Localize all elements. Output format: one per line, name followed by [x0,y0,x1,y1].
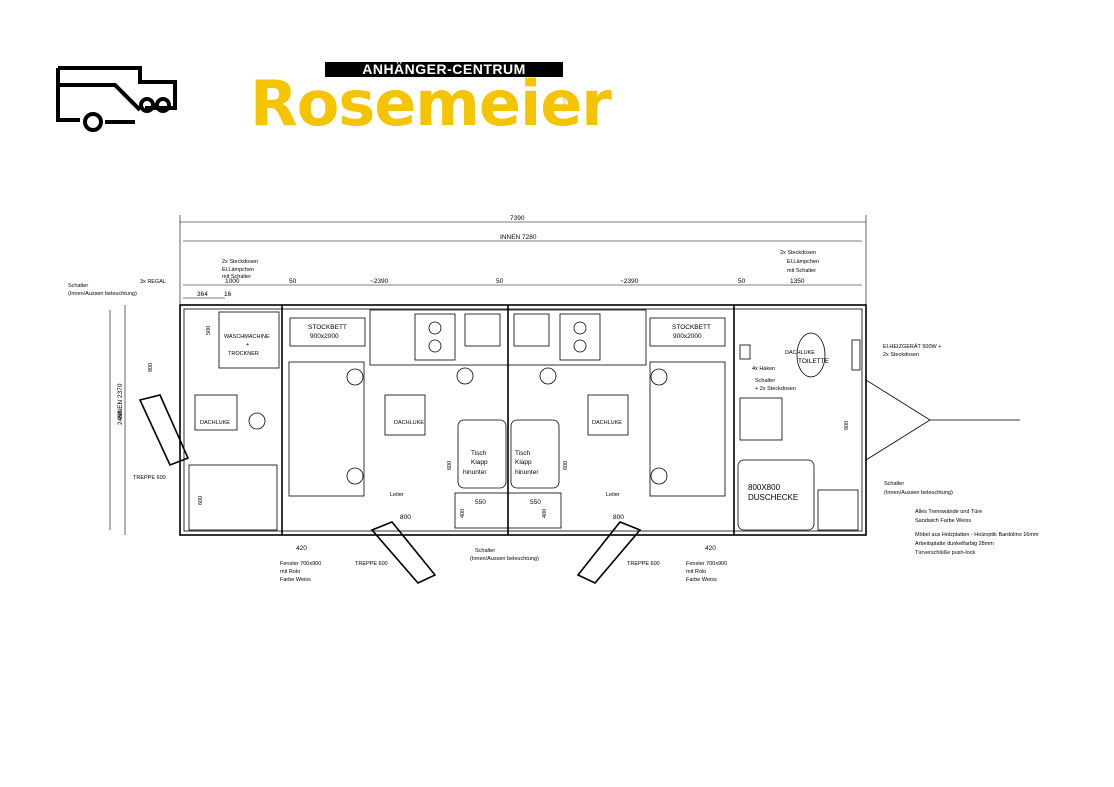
label: (Innen/Aussen beleuchtung) [68,291,137,297]
label: Farbe Weiss [686,577,717,583]
dim-value: ~2390 [370,278,389,285]
dim-value: 50 [289,278,297,285]
dim-value: 800 [400,514,411,521]
label: TOILETTE [798,358,830,365]
label: 900x2000 [310,333,339,340]
dim-value: 50 [496,278,504,285]
label: DACHLUKE [200,420,230,426]
outer-wall [179,304,867,536]
label: DACHLUKE [785,350,815,356]
label: WASCHMACHINE [224,334,270,340]
label: Schalter [755,378,775,384]
label: mit Schalter [222,274,251,280]
label: 4x Haken [752,366,775,372]
dim-value: 50 [738,278,746,285]
note: Arbeitsplatte dunkelfarbig 28mm [915,541,994,547]
dim-value: 1000 [225,278,240,285]
note: Möbel aus Holzplatten - Holzoptik Bardol… [915,532,1039,538]
label: DACHLUKE [394,420,424,426]
label: STOCKBETT [308,324,347,331]
label: Farbe Weiss [280,577,311,583]
label: Fenster 700x900 [686,561,727,567]
dim-total-length: 7390 [510,215,525,222]
dim-value: 2480 [117,410,124,425]
inner-wall [183,308,863,532]
logo-brand: Rosemeier [250,67,612,140]
dim-inner-length: INNEN 7280 [500,234,537,241]
label: 2x Steckdosen [780,250,816,256]
label: Tisch [515,450,531,457]
label: Fenster 700x900 [280,561,321,567]
label: hinunter [515,469,539,476]
label: Schalter [475,548,495,554]
label: mit Schalter [787,268,816,274]
dim-value: 600 [447,461,453,470]
label: El.HEIZGERÄT 500W + [883,343,941,350]
label: (Innen/Aussen beleuchtung) [470,556,539,562]
label: TROCKNER [228,351,259,357]
note: Alles Trennwände und Türe [915,509,982,515]
dim-value: ~2390 [620,278,639,285]
dim-value: 800 [844,421,850,430]
label: hinunter [463,469,487,476]
label: 2x Steckdosen [883,352,919,358]
dimension-values: 7390 INNEN 7280 1000 364 16 50 ~2390 50 … [117,215,850,552]
dim-value: 420 [296,545,307,552]
label: Klapp [515,459,532,466]
dim-value: 600 [563,461,569,470]
partitions [138,305,1020,584]
note: Sandwich Farbe Weiss [915,518,971,524]
label: STOCKBETT [672,324,711,331]
dim-value: 364 [197,291,208,298]
label: Schalter [884,481,904,487]
label: 2x Steckdosen [222,259,258,265]
label: (Innen/Aussen beleuchtung) [884,490,953,496]
label: Leiter [390,492,404,498]
label: 900x2000 [673,333,702,340]
label: Klapp [471,459,488,466]
dim-value: 800 [148,363,154,372]
label: DACHLUKE [592,420,622,426]
notes: Alles Trennwände und Türe Sandwich Farbe… [915,509,1039,556]
room-labels: 2x Steckdosen El.Lämpchen mit Schalter 2… [68,250,953,583]
dim-value: 550 [530,499,541,506]
label: mit Rolo [280,569,300,575]
dim-value: 420 [705,545,716,552]
dim-value: 400 [542,509,548,518]
label: El.Lämpchen [787,259,819,265]
note: Türverschlüße push-lock [915,550,975,556]
label: El.Lämpchen [222,267,254,273]
label: Tisch [471,450,487,457]
label: + [246,342,249,348]
label: TREPPE 600 [355,561,388,567]
label: 800X800 [748,483,781,492]
label: TREPPE 600 [627,561,660,567]
label: 3x REGAL [140,279,166,285]
logo-banner: ANHÄNGER-CENTRUM [325,62,563,77]
label: DUSCHECKE [748,493,798,502]
company-logo: ANHÄNGER-CENTRUM Rosemeier GmbH [55,60,612,140]
dim-value: 400 [460,509,466,518]
trailer-logo-icon [56,66,177,132]
label: mit Rolo [686,569,706,575]
label: TREPPE 600 [133,475,166,481]
label: + 2x Steckdosen [755,386,796,392]
dim-value: 1350 [790,278,805,285]
dim-value: 500 [206,326,212,335]
dim-value: 550 [475,499,486,506]
label: Leiter [606,492,620,498]
dim-value: 800 [613,514,624,521]
dim-value: 16 [224,291,232,298]
dim-value: INNEN 2370 [117,383,124,420]
dim-value: 600 [198,496,204,505]
label: Schalter [68,283,88,289]
dimension-lines [109,215,867,535]
